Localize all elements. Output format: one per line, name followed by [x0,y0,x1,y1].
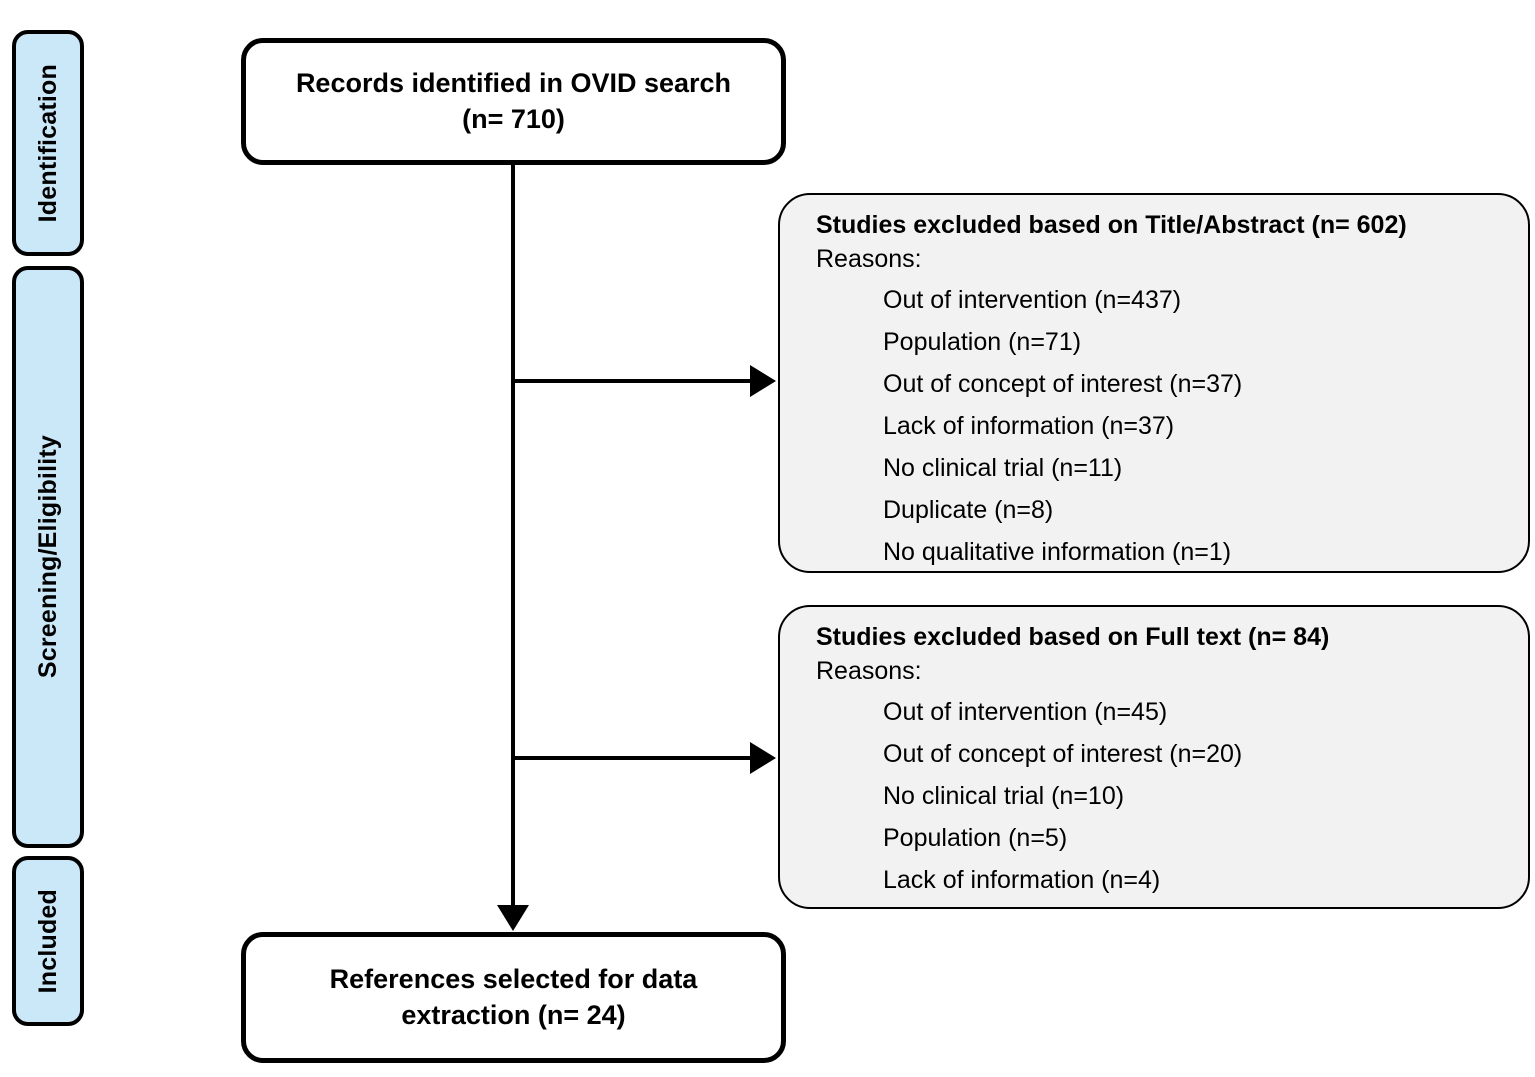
exclusion-connector-line-1 [513,379,753,383]
phase-label-screening: Screening/Eligibility [33,435,62,679]
node-references-selected: References selected for data extraction … [241,932,786,1063]
node-references-selected-line2: extraction (n= 24) [401,999,626,1030]
node-records-identified: Records identified in OVID search (n= 71… [241,38,786,165]
list-item: Population (n=71) [883,327,1082,356]
list-item: Duplicate (n=8) [883,495,1054,524]
phase-label-identification: Identification [33,63,62,223]
phase-box-screening: Screening/Eligibility [12,266,84,848]
node-records-identified-text: Records identified in OVID search (n= 71… [270,66,757,137]
list-item: Out of concept of interest (n=20) [883,739,1243,768]
exclusion-connector-line-2 [513,756,753,760]
node-records-identified-line1: Records identified in OVID search [295,67,732,98]
excluded-full-text-reasons-label: Reasons: [816,657,922,685]
node-records-identified-line2: (n= 710) [462,103,565,134]
excluded-full-text-reason-list: Out of intervention (n=45) Out of concep… [816,691,1506,901]
list-item: No clinical trial (n=11) [883,453,1123,482]
phase-label-included: Included [33,888,62,994]
list-item: Out of intervention (n=437) [883,285,1182,314]
list-item: Lack of information (n=4) [883,865,1161,894]
arrow-right-icon-2 [750,742,776,774]
phase-box-included: Included [12,856,84,1026]
list-item: Lack of information (n=37) [883,411,1175,440]
list-item: No clinical trial (n=10) [883,781,1125,810]
node-references-selected-text: References selected for data extraction … [304,962,724,1033]
list-item: Out of intervention (n=45) [883,697,1168,726]
node-excluded-title-abstract: Studies excluded based on Title/Abstract… [778,193,1530,573]
excluded-title-abstract-reason-list: Out of intervention (n=437) Population (… [816,279,1506,573]
trunk-connector-line [511,163,515,905]
excluded-title-abstract-heading: Studies excluded based on Title/Abstract… [816,211,1407,239]
list-item: No qualitative information (n=1) [883,537,1232,566]
list-item: Population (n=5) [883,823,1068,852]
node-excluded-full-text: Studies excluded based on Full text (n= … [778,605,1530,909]
excluded-title-abstract-reasons-label: Reasons: [816,245,922,273]
arrow-right-icon-1 [750,365,776,397]
list-item: Out of concept of interest (n=37) [883,369,1243,398]
excluded-full-text-heading: Studies excluded based on Full text (n= … [816,623,1330,651]
arrow-down-icon [497,905,529,931]
phase-box-identification: Identification [12,30,84,256]
node-references-selected-line1: References selected for data [329,963,698,994]
